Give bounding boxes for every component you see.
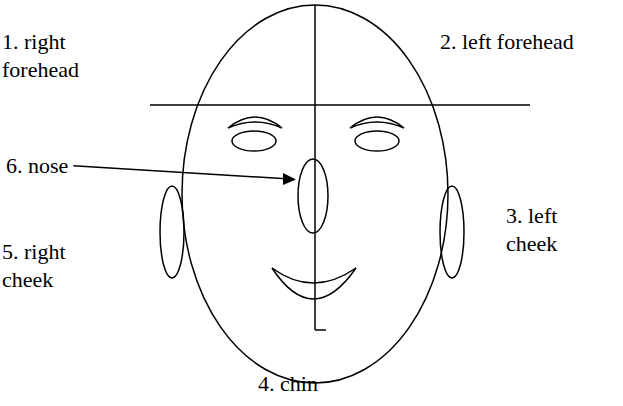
nose-shape — [298, 159, 328, 233]
arrowhead — [283, 173, 296, 185]
eye — [355, 131, 399, 151]
face-outline — [182, 5, 448, 383]
ear — [160, 186, 184, 278]
eyebrow — [350, 117, 404, 128]
leader-arrow — [73, 166, 290, 179]
region-label: 2. left forehead — [440, 28, 574, 56]
forehead-line — [150, 104, 530, 106]
midline — [314, 5, 316, 330]
mouth — [272, 268, 356, 299]
eye — [232, 131, 276, 151]
region-label: 3. left cheek — [506, 202, 602, 257]
region-label: 1. right forehead — [2, 28, 114, 83]
ear — [440, 186, 464, 278]
eyebrow — [228, 117, 282, 128]
region-label: 5. right cheek — [2, 238, 98, 293]
region-label: 4. chin — [258, 370, 318, 398]
midline-tick — [315, 329, 326, 331]
region-label: 6. nose — [6, 152, 68, 180]
